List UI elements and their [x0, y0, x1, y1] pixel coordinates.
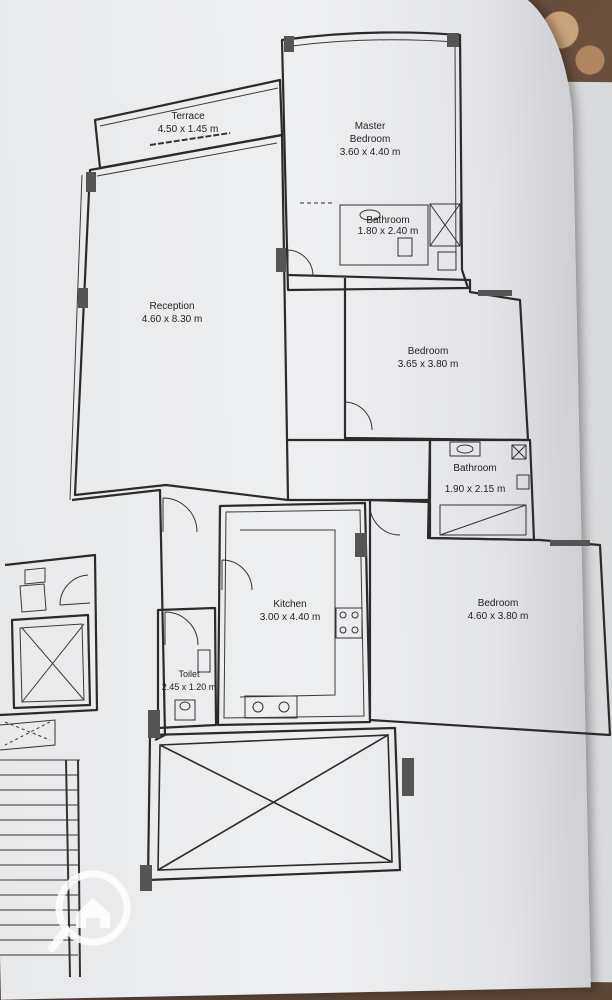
reception-walls: [73, 133, 290, 502]
bathroom-1-label: Bathroom 1.80 x 2.40 m: [357, 215, 419, 238]
room-name: Bedroom: [349, 134, 391, 145]
room-size: 2.45 x 1.20 m: [161, 682, 217, 692]
void-walls: [146, 726, 402, 882]
bathroom-2-fixtures: [439, 441, 530, 536]
door-swings: [59, 132, 401, 646]
room-size: 4.50 x 1.45 m: [157, 124, 219, 135]
room-name: Kitchen: [273, 599, 307, 610]
room-size: 1.80 x 2.40 m: [357, 226, 419, 237]
room-name: Reception: [149, 301, 195, 312]
kitchen-label: Kitchen 3.00 x 4.40 m: [260, 598, 321, 624]
bathroom-1-fixtures: [339, 203, 461, 271]
room-name: Bedroom: [477, 598, 519, 609]
bedroom-2-label: Bedroom 3.65 x 3.80 m: [398, 345, 459, 371]
room-name: Terrace: [171, 111, 205, 122]
toilet-label: Toilet 2.45 x 1.20 m: [162, 668, 217, 694]
room-name: Toilet: [178, 669, 200, 679]
room-name: Bedroom: [407, 346, 449, 357]
kitchen-walls: [216, 501, 372, 727]
corridor-walls: [288, 438, 432, 502]
void-cross: [157, 734, 393, 871]
room-name: Master: [354, 121, 386, 132]
room-size: 3.60 x 4.40 m: [339, 147, 401, 158]
room-size: 4.60 x 3.80 m: [467, 611, 529, 622]
room-size: 3.00 x 4.40 m: [259, 612, 321, 623]
room-size: 1.90 x 2.15 m: [444, 484, 506, 495]
room-size: 3.65 x 3.80 m: [397, 359, 459, 370]
lift-walls: [10, 613, 92, 710]
terrace-label: Terrace 4.50 x 1.45 m: [158, 110, 219, 136]
room-size: 4.60 x 8.30 m: [141, 314, 203, 325]
master-bedroom-label: Master Bedroom 3.60 x 4.40 m: [340, 120, 401, 159]
bedroom-3-label: Bedroom 4.60 x 3.80 m: [468, 597, 529, 623]
room-name: Bathroom: [453, 463, 497, 474]
master-bedroom-walls: [280, 31, 470, 292]
reception-label: Reception 4.60 x 8.30 m: [142, 300, 203, 326]
floor-plan: [0, 31, 612, 977]
room-name: Bathroom: [366, 215, 410, 226]
kitchen-fixtures: [244, 607, 363, 719]
columns: [78, 33, 590, 891]
stair-core-walls: [0, 553, 99, 717]
bedroom-2-walls: [287, 273, 530, 442]
bathroom-2-label: Bathroom 1.90 x 2.15 m: [445, 462, 506, 496]
toilet-walls: [156, 606, 218, 730]
home-logo-icon: [48, 870, 131, 952]
toilet-fixtures: [174, 649, 211, 721]
